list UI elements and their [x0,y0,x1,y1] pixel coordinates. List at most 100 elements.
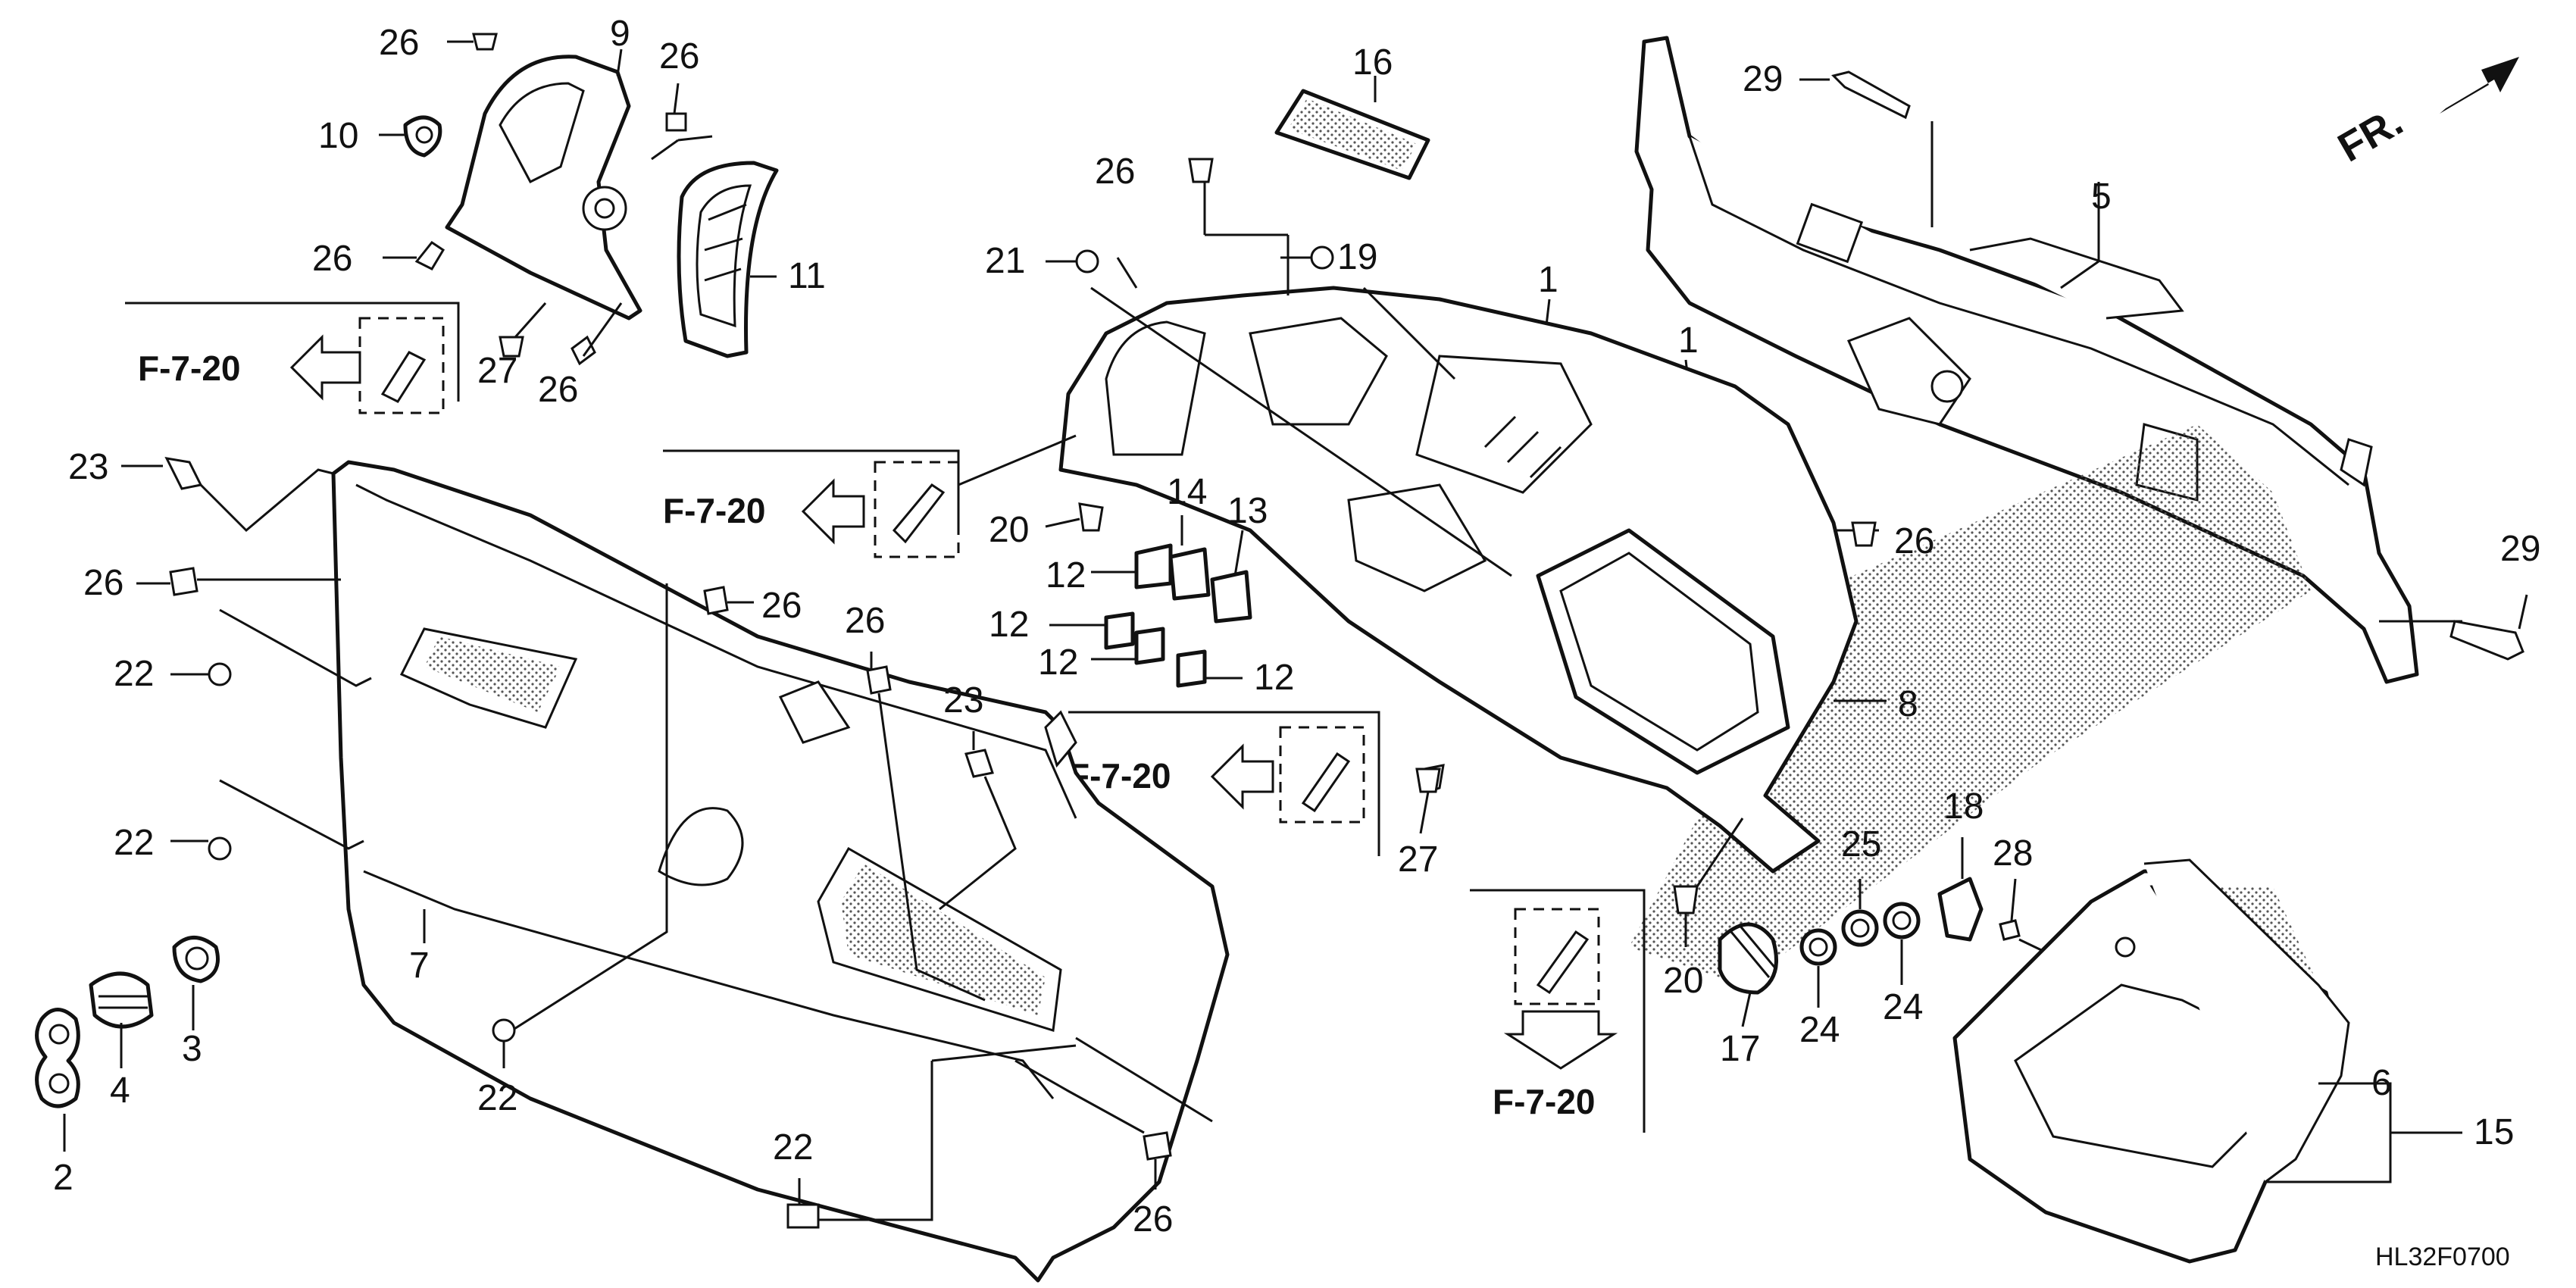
callout-1: 1 [1538,260,1558,300]
callout-18: 18 [1943,786,1984,827]
part-18-bracket [1937,877,1984,942]
callout-23: 23 [943,680,983,721]
callout-26: 26 [845,601,885,641]
part-7-lower-panel [331,460,1230,1283]
part-19-nut [1310,245,1334,270]
part-20-clip [1078,502,1104,532]
callout-8: 8 [1898,684,1918,724]
clip-icon [571,335,596,366]
callout-12: 12 [1038,642,1078,683]
arrow-left-icon [289,334,361,401]
part-17-cap [1718,922,1778,995]
callout-14: 14 [1167,472,1207,512]
clip-icon [1851,521,1877,547]
callout-29: 29 [1743,59,1783,99]
callout-29: 29 [2500,529,2540,569]
callout-26: 26 [1133,1199,1173,1240]
callout-12: 12 [989,605,1029,645]
front-arrow-icon [2440,57,2519,114]
part-26-clip [703,586,729,615]
clip-icon [892,483,946,544]
part-23-clip [964,749,994,778]
part-8-dashboard [1058,182,2311,985]
callout-26: 26 [761,586,802,626]
direction-label: FR. [2331,98,2410,170]
clip-icon [380,351,427,403]
part-26-clip [866,665,892,695]
callout-26: 26 [1894,521,1934,561]
clip-icon [414,240,445,270]
callout-22: 22 [477,1078,517,1118]
clip-icon [1188,158,1214,183]
callout-26: 26 [1095,152,1135,192]
callout-4: 4 [110,1071,130,1111]
callout-6: 6 [2371,1063,2392,1103]
diagram-code: HL32F0700 [2375,1243,2510,1271]
callout-16: 16 [1352,42,1393,83]
arrow-left-icon [1210,743,1274,810]
callout-22: 22 [114,823,154,863]
part-4-grommet [89,971,154,1029]
part-26-clip [169,567,199,596]
callout-15: 15 [2474,1112,2514,1152]
part-22-bolt [492,1018,516,1043]
clip-icon [472,33,498,51]
part-29-bolts [1799,70,2528,661]
part-22-bolt [786,1203,820,1229]
reference-label: F-7-20 [138,349,240,388]
part-16-net [1274,76,1430,180]
callout-26: 26 [83,563,123,603]
callout-3: 3 [182,1029,202,1069]
callout-17: 17 [1720,1029,1760,1069]
callout-20: 20 [1663,961,1703,1001]
callout-11: 11 [788,256,826,296]
left-small-parts [35,457,1213,1229]
part-9-cover [445,55,642,320]
part-26-clip [1143,1131,1172,1161]
callout-12: 12 [1254,658,1294,698]
callout-26: 26 [379,23,419,63]
part-20-clip [1673,885,1699,914]
part-group-side-trim [379,33,779,366]
callout-26: 26 [312,239,352,279]
parts-12-13-14-switches [1049,515,1252,688]
clip-icon [1301,752,1351,813]
callout-5: 5 [2091,177,2112,217]
part-21-nut [1075,249,1099,274]
callout-27: 27 [477,351,517,391]
callout-22: 22 [114,654,154,694]
callout-9: 9 [610,14,630,54]
callout-labels: 26 9 26 10 26 11 27 26 16 29 5 26 21 19 … [53,14,2540,1240]
bottom-right-parts [1718,837,2462,1264]
callout-2: 2 [53,1158,73,1198]
callout-13: 13 [1227,491,1268,531]
clip-icon [665,112,687,132]
part-22-bolt [208,662,232,686]
part-28-screw [1999,919,2021,941]
reference-label: F-7-20 [1493,1082,1595,1121]
part-22-bolt [208,836,232,861]
callout-27: 27 [1398,839,1438,880]
reference-label: F-7-20 [663,491,765,530]
front-direction-indicator: FR. [2331,57,2519,170]
reference-f-7-20-left: F-7-20 [125,302,460,414]
callout-25: 25 [1841,824,1881,864]
reference-f-7-20-center-left: F-7-20 [663,434,1104,558]
clip-icon [1536,930,1590,995]
callout-20: 20 [989,510,1029,550]
callout-7: 7 [409,946,430,986]
callout-23: 23 [68,447,108,487]
callout-26: 26 [659,36,699,77]
callout-24: 24 [1799,1010,1840,1050]
arrow-down-icon [1503,1010,1618,1070]
part-23-clip [164,457,203,490]
callout-19: 19 [1337,237,1377,277]
callout-24: 24 [1883,987,1923,1027]
callout-26: 26 [538,370,578,410]
callout-21: 21 [985,241,1025,281]
callout-1: 1 [1678,320,1699,361]
callout-12: 12 [1046,555,1086,596]
arrow-left-icon [801,478,865,545]
part-27-clip [1415,767,1441,793]
